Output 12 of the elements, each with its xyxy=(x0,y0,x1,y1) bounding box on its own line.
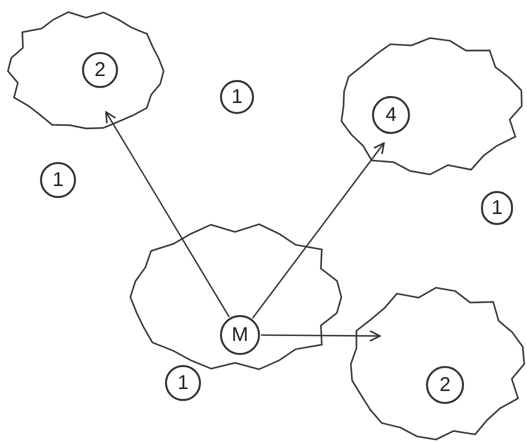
circled-number: 2 xyxy=(426,366,464,404)
circled-number: 1 xyxy=(220,80,254,114)
arrow xyxy=(252,142,385,319)
circled-number: 1 xyxy=(481,191,513,225)
arrow xyxy=(105,111,230,318)
circled-number: M xyxy=(220,315,260,355)
circled-number: 1 xyxy=(40,162,76,198)
circled-number: 1 xyxy=(165,365,201,401)
region-outline xyxy=(6,10,166,132)
arrow xyxy=(261,330,381,342)
circled-number: 4 xyxy=(372,96,410,134)
circled-number: 2 xyxy=(82,52,118,88)
